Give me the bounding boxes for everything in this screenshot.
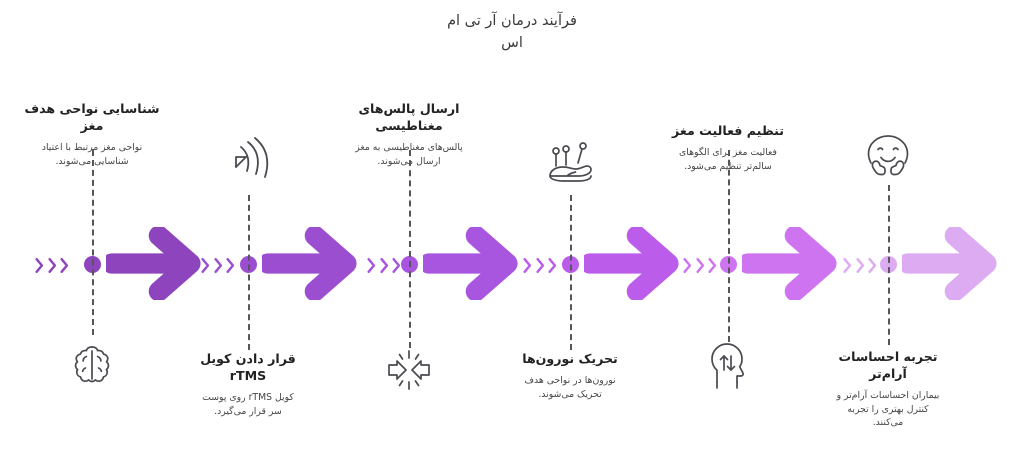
chevron-icon bbox=[855, 257, 864, 273]
chevron-icon bbox=[695, 257, 704, 273]
step-title: ارسال پالس‌های مغناطیسی bbox=[358, 101, 460, 133]
brain-icon bbox=[64, 337, 120, 393]
connector-line bbox=[409, 150, 411, 348]
chevron-icon bbox=[683, 257, 692, 273]
step-title: تنظیم فعالیت مغز bbox=[672, 123, 784, 138]
process-timeline bbox=[0, 225, 1024, 305]
chevron-group bbox=[34, 251, 70, 279]
connector-line bbox=[248, 195, 250, 350]
step-title: قرار دادن کویل bbox=[200, 351, 296, 366]
step-label-place-rtms-coil: قرار دادن کویل rTMS کویل rTMS روی پوست سر … bbox=[162, 350, 334, 418]
chevron-icon bbox=[213, 257, 222, 273]
acupuncture-needles-icon bbox=[542, 138, 598, 188]
step-arrow bbox=[257, 225, 358, 304]
process-arrow-icon bbox=[101, 225, 201, 302]
step-arrow bbox=[897, 225, 998, 304]
chevron-icon bbox=[47, 257, 56, 273]
step-arrow bbox=[101, 225, 202, 304]
chevron-group bbox=[842, 251, 878, 279]
chevron-icon bbox=[201, 257, 210, 273]
step-description: نواحی مغز مرتبط با اعتیاد شناسایی می‌شون… bbox=[41, 142, 143, 167]
chevron-icon bbox=[868, 257, 877, 273]
chevron-icon bbox=[379, 257, 388, 273]
page-title: فرآیند درمان آر تی ام اس bbox=[447, 13, 577, 51]
step-title: شناسایی نواحی هدف مغز bbox=[24, 101, 160, 133]
timeline-step-send-magnetic-pulses[interactable] bbox=[366, 225, 519, 305]
chevron-icon bbox=[35, 257, 44, 273]
chevron-icon bbox=[523, 257, 532, 273]
step-title: تحریک نورون‌ها bbox=[522, 351, 618, 366]
timeline-step-stimulate-neurons[interactable] bbox=[522, 225, 679, 305]
step-arrow bbox=[579, 225, 680, 304]
connector-line bbox=[888, 185, 890, 345]
connector-line bbox=[570, 195, 572, 350]
chevron-icon bbox=[843, 257, 852, 273]
signal-waves-icon bbox=[223, 137, 273, 185]
smiling-hugging-face-icon bbox=[860, 131, 916, 183]
head-updown-arrows-icon bbox=[703, 340, 753, 392]
step-label-regulate-brain-activity: تنظیم فعالیت مغز فعالیت مغز برای الگوهای … bbox=[638, 122, 818, 173]
chevron-icon bbox=[535, 257, 544, 273]
step-label-identify-brain-regions: شناسایی نواحی هدف مغز نواحی مغز مرتبط با … bbox=[6, 100, 178, 168]
chevron-icon bbox=[367, 257, 376, 273]
process-arrow-icon bbox=[897, 225, 997, 302]
process-arrow-icon bbox=[257, 225, 357, 302]
step-description: فعالیت مغز برای الگوهای سالم‌تر تنظیم می… bbox=[679, 147, 777, 172]
chevron-group bbox=[200, 251, 236, 279]
chevron-group bbox=[682, 251, 718, 279]
timeline-step-regulate-brain-activity[interactable] bbox=[682, 225, 837, 305]
process-arrow-icon bbox=[418, 225, 518, 302]
step-description: پالس‌های مغناطیسی به مغز ارسال می‌شوند. bbox=[355, 142, 463, 167]
step-description: کویل rTMS روی پوست سر قرار می‌گیرد. bbox=[202, 392, 294, 417]
connector-line bbox=[728, 150, 730, 342]
connector-line bbox=[92, 150, 94, 335]
timeline-step-place-rtms-coil[interactable] bbox=[200, 225, 357, 305]
chevron-group bbox=[522, 251, 558, 279]
timeline-step-identify-brain-regions[interactable] bbox=[34, 225, 201, 305]
step-arrow bbox=[737, 225, 838, 304]
step-title-latin: rTMS bbox=[229, 368, 267, 383]
chevron-icon bbox=[392, 257, 401, 273]
converge-arrows-icon bbox=[384, 346, 434, 394]
chevron-group bbox=[366, 251, 402, 279]
chevron-icon bbox=[708, 257, 717, 273]
process-arrow-icon bbox=[737, 225, 837, 302]
chevron-icon bbox=[226, 257, 235, 273]
chevron-icon bbox=[60, 257, 69, 273]
process-arrow-icon bbox=[579, 225, 679, 302]
step-label-stimulate-neurons: تحریک نورون‌ها نورون‌ها در نواحی هدف تحری… bbox=[480, 350, 660, 401]
step-description: بیماران احساسات آرام‌تر و کنترل بهتری را… bbox=[836, 390, 940, 428]
step-label-send-magnetic-pulses: ارسال پالس‌های مغناطیسی پالس‌های مغناطیسی… bbox=[323, 100, 495, 168]
chevron-icon bbox=[548, 257, 557, 273]
step-title: تجربه احساسات آرام‌تر bbox=[838, 349, 938, 381]
step-description: نورون‌ها در نواحی هدف تحریک می‌شوند. bbox=[524, 375, 616, 400]
step-arrow bbox=[418, 225, 519, 304]
step-label-experience-calmer-emotions: تجربه احساسات آرام‌تر بیماران احساسات آرا… bbox=[795, 348, 981, 430]
timeline-step-experience-calmer-emotions[interactable] bbox=[842, 225, 997, 305]
